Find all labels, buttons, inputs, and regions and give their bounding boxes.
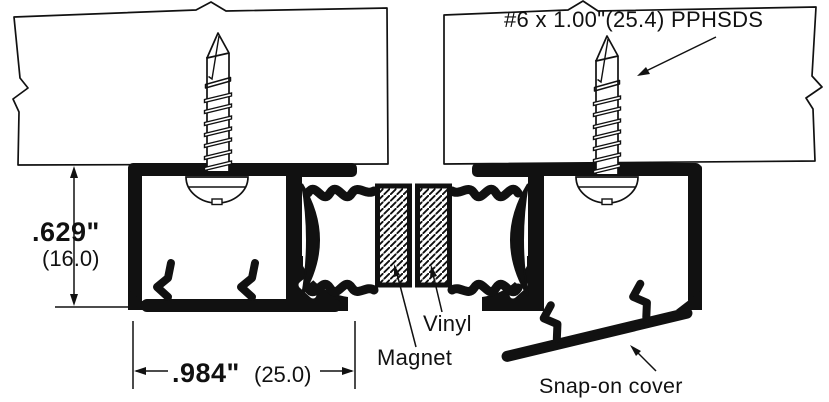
right-seal-top-finger	[447, 184, 523, 202]
left-profile-gusset	[286, 256, 348, 311]
left-screw-head	[185, 176, 249, 206]
vinyl-block	[415, 183, 452, 288]
magnet-leader	[395, 269, 417, 348]
width-dim-arrow-right	[342, 367, 354, 375]
right-seal-bumper	[510, 183, 529, 297]
snap-on-cover	[501, 279, 693, 362]
height-dimension	[55, 173, 128, 308]
width-dim-inches: .984"	[172, 358, 240, 388]
snap-cover-label: Snap-on cover	[539, 374, 683, 398]
screw-callout-label: #6 x 1.00"(25.4) PPHSDS	[504, 7, 763, 32]
seal-fingers	[303, 184, 523, 297]
left-cover-hook-2	[237, 259, 259, 301]
left-cover-bar	[141, 299, 341, 312]
vinyl-label: Vinyl	[423, 311, 472, 336]
vinyl-arrowhead	[430, 265, 437, 278]
right-panel	[443, 0, 823, 165]
right-screw	[592, 35, 622, 175]
width-dim-arrow-left	[134, 367, 146, 375]
height-dim-inches: .629"	[32, 217, 100, 247]
screw-callout-arrowhead	[637, 67, 650, 76]
left-seal-bumper	[301, 183, 320, 297]
left-screw	[203, 32, 233, 172]
left-cover-hook-1	[153, 259, 175, 301]
height-dim-arrow-down	[70, 294, 78, 306]
right-profile-flange	[472, 163, 701, 177]
snap-cover-arrowhead	[630, 345, 641, 356]
left-profile-outer-wall	[128, 165, 142, 303]
right-seal-bottom-finger	[447, 279, 523, 297]
height-dim-mm: (16.0)	[42, 246, 99, 271]
right-profile-foot	[676, 290, 702, 310]
left-panel	[12, 1, 389, 166]
width-dim-mm: (25.0)	[254, 362, 311, 387]
magnet-arrowhead	[394, 264, 400, 277]
vinyl-leader	[431, 269, 443, 313]
right-profile	[472, 163, 702, 311]
magnet-label: Magnet	[377, 345, 452, 370]
height-dim-arrow-up	[70, 166, 78, 178]
right-screw-head	[575, 176, 639, 206]
width-dimension	[132, 321, 356, 389]
screw-callout-leader	[641, 36, 717, 74]
left-profile-flange	[128, 163, 357, 177]
left-seal-top-finger	[303, 184, 379, 202]
right-profile-gusset	[482, 256, 544, 311]
magnet-block	[375, 183, 412, 288]
left-seal-bottom-finger	[303, 279, 379, 297]
right-profile-outer-wall	[688, 165, 702, 303]
